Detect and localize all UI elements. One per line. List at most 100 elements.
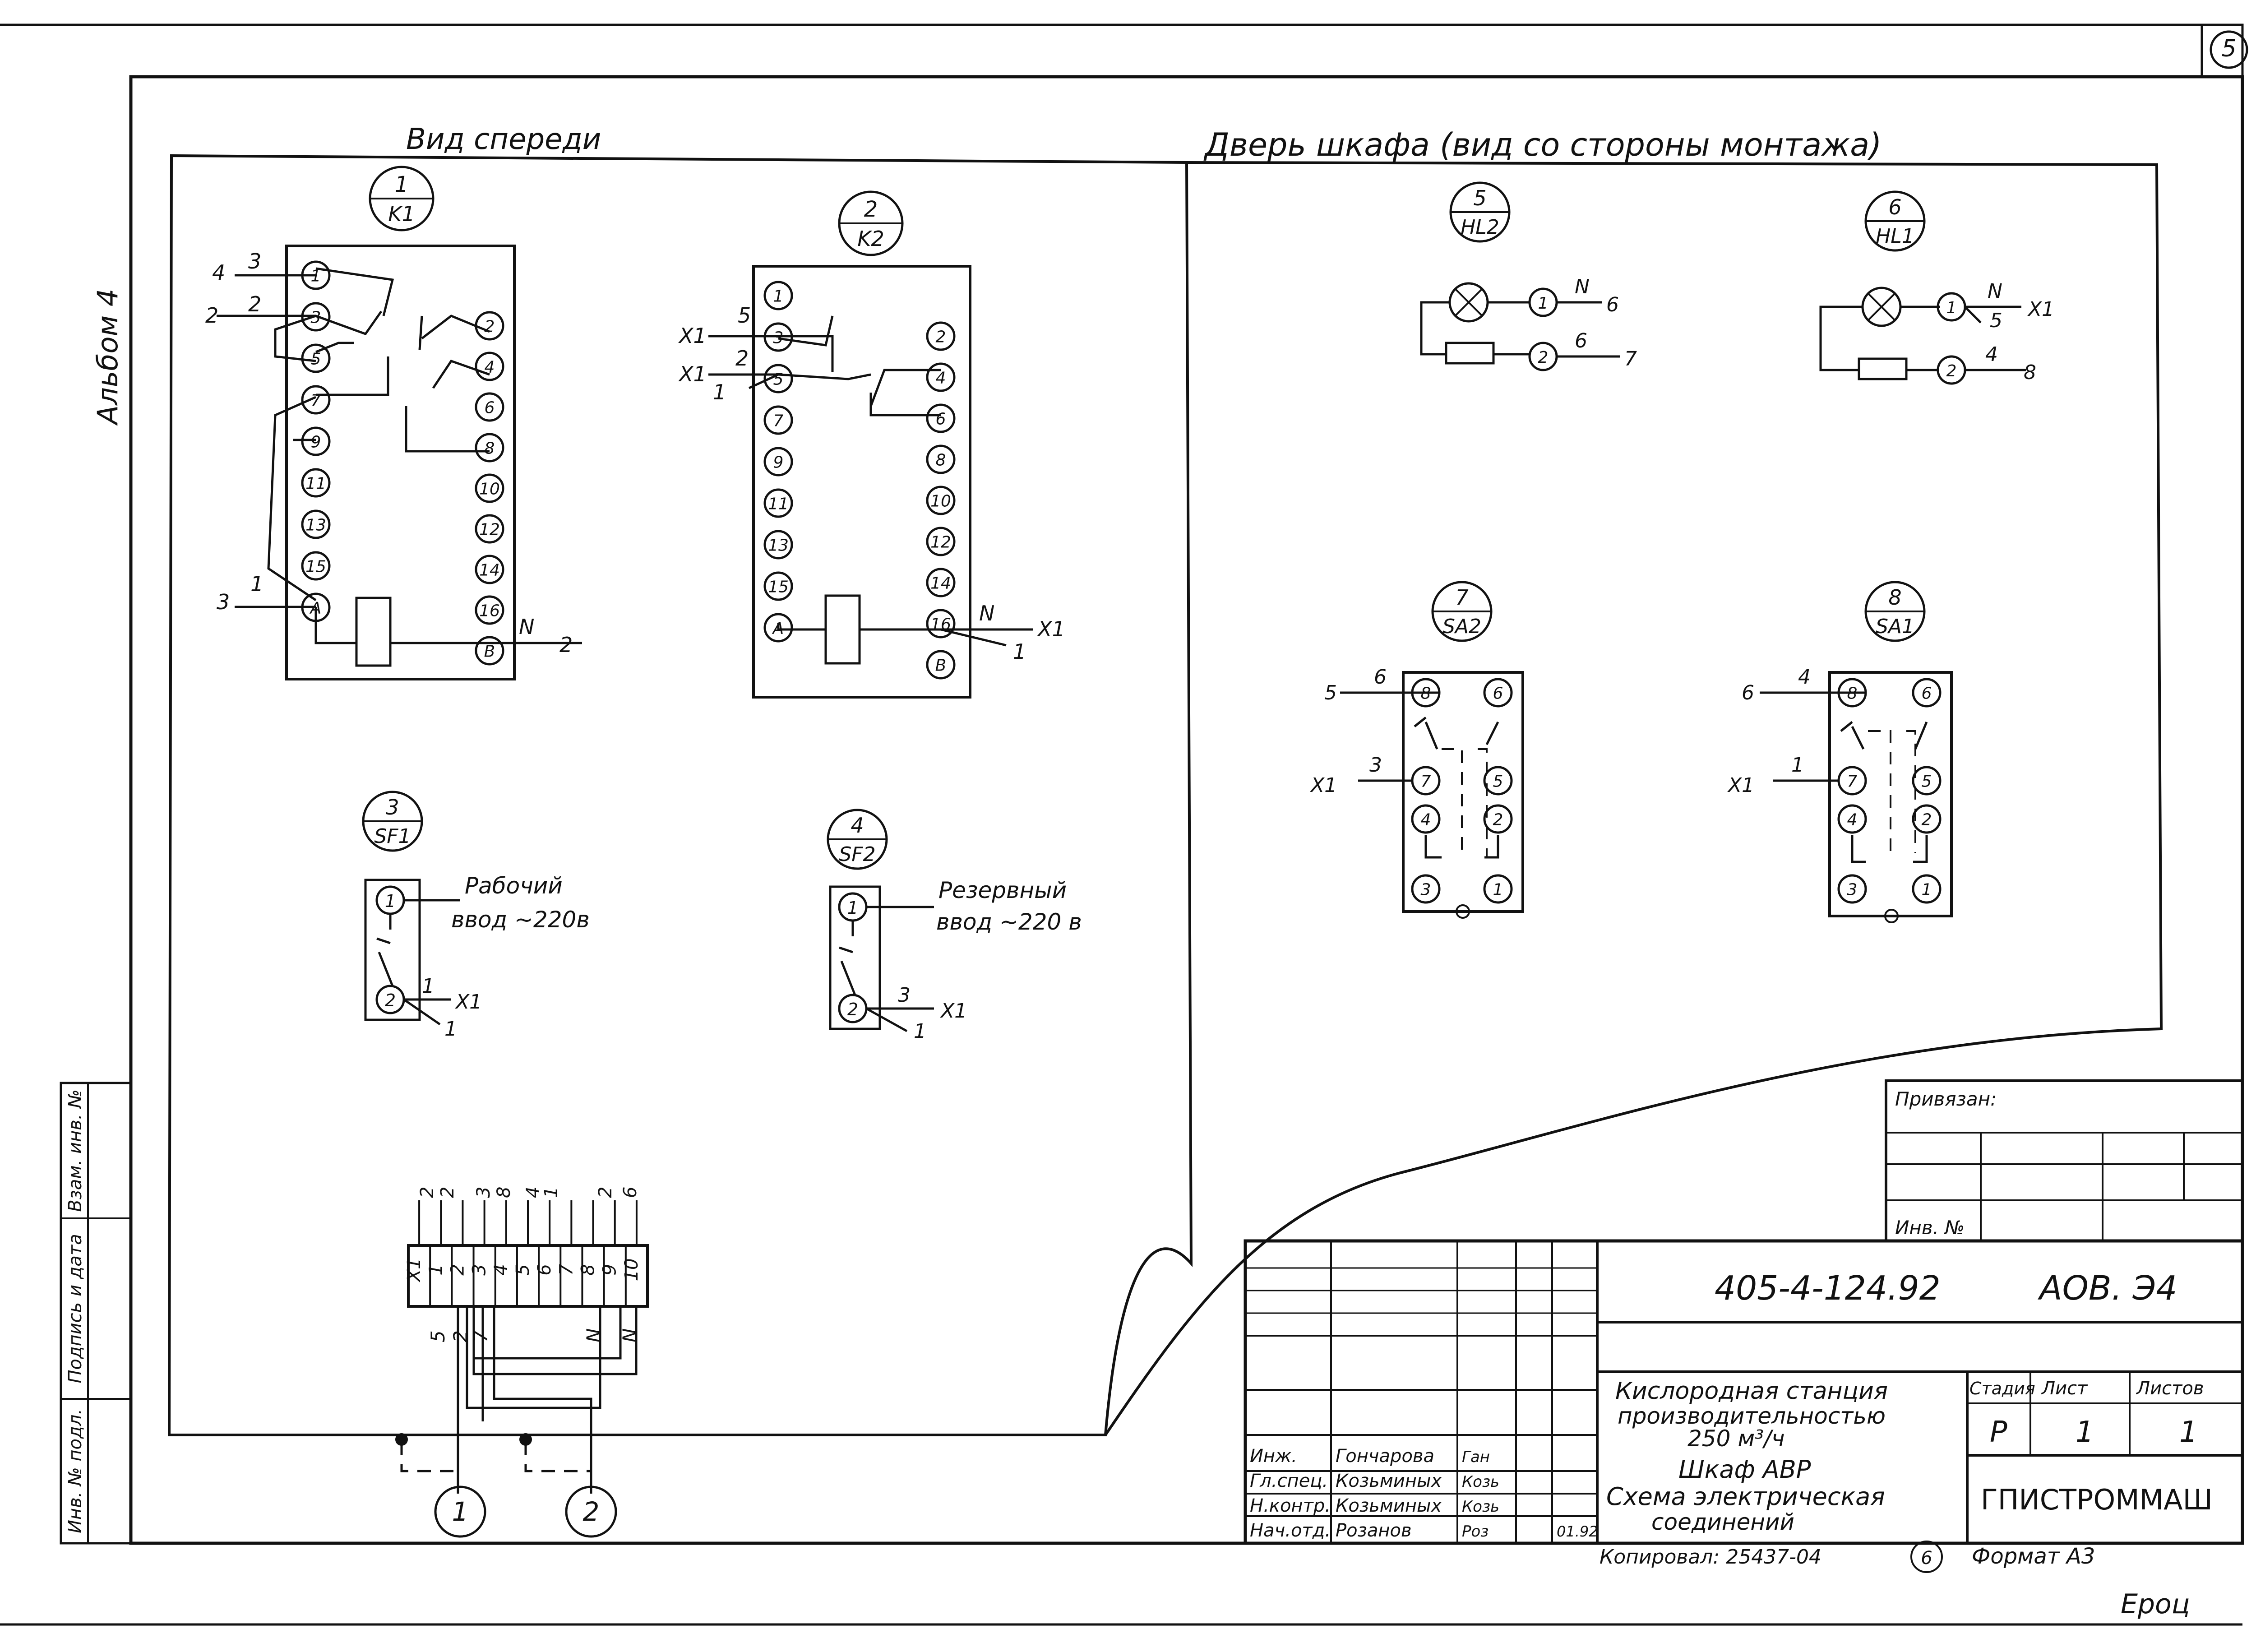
switch-terminal-label: 2	[1493, 811, 1503, 829]
terminal-cell-label: 1	[425, 1264, 446, 1275]
signer-field: Ган	[1462, 1448, 1490, 1466]
top-wire-label: 2	[417, 1187, 438, 1198]
relay-terminal-label: 10	[479, 480, 500, 499]
side-label-sign: Подпись и дата	[65, 1234, 86, 1383]
door-view-outline	[1104, 161, 2163, 1436]
svg-text:SF2: SF2	[839, 843, 875, 866]
svg-text:6: 6	[1606, 293, 1619, 316]
relay-terminal	[763, 571, 793, 601]
relay-terminal	[763, 405, 793, 435]
terminal-cell-label: 6	[534, 1264, 555, 1275]
svg-text:3: 3	[248, 249, 261, 273]
signer-field: Козь	[1462, 1473, 1499, 1491]
relay-terminal	[926, 403, 956, 433]
relay-terminal	[301, 426, 331, 456]
svg-text:3: 3	[386, 795, 399, 819]
svg-text:8: 8	[2024, 361, 2036, 384]
signer-field: Роз	[1462, 1522, 1489, 1541]
relay-terminal-label: 14	[930, 574, 951, 593]
relay-terminal-label: 4	[936, 369, 946, 388]
svg-text:SA1: SA1	[1876, 615, 1914, 638]
switch-terminal-label: 7	[1421, 773, 1431, 791]
side-stamp: Инв. № подл. Подпись и дата Взам. инв. №	[60, 1082, 132, 1545]
switch-terminal-label: 4	[1421, 811, 1431, 829]
svg-text:Копировал: 25437-04: Копировал: 25437-04	[1600, 1546, 1821, 1569]
svg-text:6: 6	[1575, 329, 1587, 352]
svg-text:N: N	[979, 601, 994, 625]
relay-terminal-label: 3	[311, 309, 321, 327]
relay-terminal	[763, 613, 793, 643]
svg-text:2: 2	[1538, 348, 1549, 367]
svg-text:1: 1	[914, 1020, 926, 1043]
switch-terminal	[1411, 874, 1441, 904]
side-label-inv: Инв. № подл.	[65, 1409, 86, 1533]
svg-text:4: 4	[1798, 666, 1811, 689]
svg-text:Схема электрическая: Схема электрическая	[1606, 1482, 1885, 1511]
relay-terminal-label: 8	[936, 451, 946, 470]
page-number-box	[2201, 23, 2244, 78]
svg-text:2: 2	[559, 633, 573, 657]
switch-terminal	[1483, 678, 1513, 708]
relay-terminal	[926, 650, 956, 680]
relay-terminal	[475, 636, 504, 666]
relay-terminal-label: 2	[936, 328, 946, 347]
svg-text:1: 1	[2076, 1416, 2094, 1449]
page-number-circle	[2210, 30, 2248, 69]
switch-terminal-label: 1	[1922, 881, 1932, 899]
signer-field: Гл.спец.	[1250, 1471, 1328, 1491]
svg-text:1: 1	[1013, 639, 1026, 664]
signer-field: 01.92	[1557, 1523, 1598, 1540]
main-stamp	[1244, 1239, 2244, 1545]
relay-terminal-label: 13	[768, 537, 789, 555]
relay-terminal	[926, 486, 956, 515]
svg-text:4: 4	[212, 260, 225, 285]
relay-terminal-label: B	[935, 657, 947, 675]
svg-text:HL2: HL2	[1461, 216, 1499, 239]
relay-terminal	[475, 514, 504, 544]
svg-text:3: 3	[1369, 754, 1382, 777]
relay-terminal	[301, 509, 331, 539]
side-label-replace: Взам. инв. №	[65, 1089, 86, 1212]
svg-text:Стадия: Стадия	[1969, 1379, 2035, 1398]
svg-text:ввод ~220 в: ввод ~220 в	[936, 909, 1082, 935]
svg-text:ввод ~220в: ввод ~220в	[451, 907, 590, 933]
svg-text:7: 7	[1455, 585, 1468, 610]
top-wire-label: 2	[595, 1187, 616, 1198]
relay-terminal-label: 4	[485, 358, 495, 377]
svg-text:N: N	[1575, 275, 1590, 298]
svg-text:K2: K2	[857, 227, 884, 251]
relay-terminal-label: 2	[485, 318, 495, 336]
svg-text:2: 2	[248, 292, 261, 316]
signer-field: Гончарова	[1336, 1446, 1434, 1467]
relay-terminal	[926, 568, 956, 597]
signer-field: Н.контр.	[1250, 1495, 1331, 1516]
relay-terminal-label: 6	[485, 399, 495, 417]
relay-terminal-label: 3	[773, 329, 784, 347]
relay-terminal	[926, 527, 956, 556]
switch-terminal-label: 5	[1922, 773, 1932, 791]
switch-terminal-label: 6	[1493, 685, 1503, 703]
svg-text:X1: X1	[1727, 774, 1754, 797]
relay-terminal	[763, 281, 793, 310]
svg-text:1: 1	[2179, 1416, 2198, 1449]
signature-mark: Ероц	[2121, 1588, 2190, 1620]
title-block: Привязан: Инв. № 405-4-124.92 АОВ. Э4 Ки…	[1244, 1079, 2244, 1620]
lamp-hl2: 5 HL2 1 2 N 6 6 7	[1420, 181, 1637, 371]
svg-text:Кислородная станция: Кислородная станция	[1615, 1378, 1888, 1405]
relay-terminal	[475, 595, 504, 625]
inv-number-label: Инв. №	[1895, 1217, 1965, 1239]
top-wire-label: 3	[473, 1187, 494, 1198]
svg-text:N: N	[1988, 280, 2002, 303]
svg-text:6: 6	[1921, 1548, 1932, 1569]
front-view-outline	[167, 154, 1193, 1436]
relay-terminal	[763, 447, 793, 477]
svg-text:X1: X1	[678, 324, 707, 348]
svg-text:1: 1	[1946, 299, 1957, 317]
svg-text:Шкаф АВР: Шкаф АВР	[1678, 1455, 1811, 1484]
